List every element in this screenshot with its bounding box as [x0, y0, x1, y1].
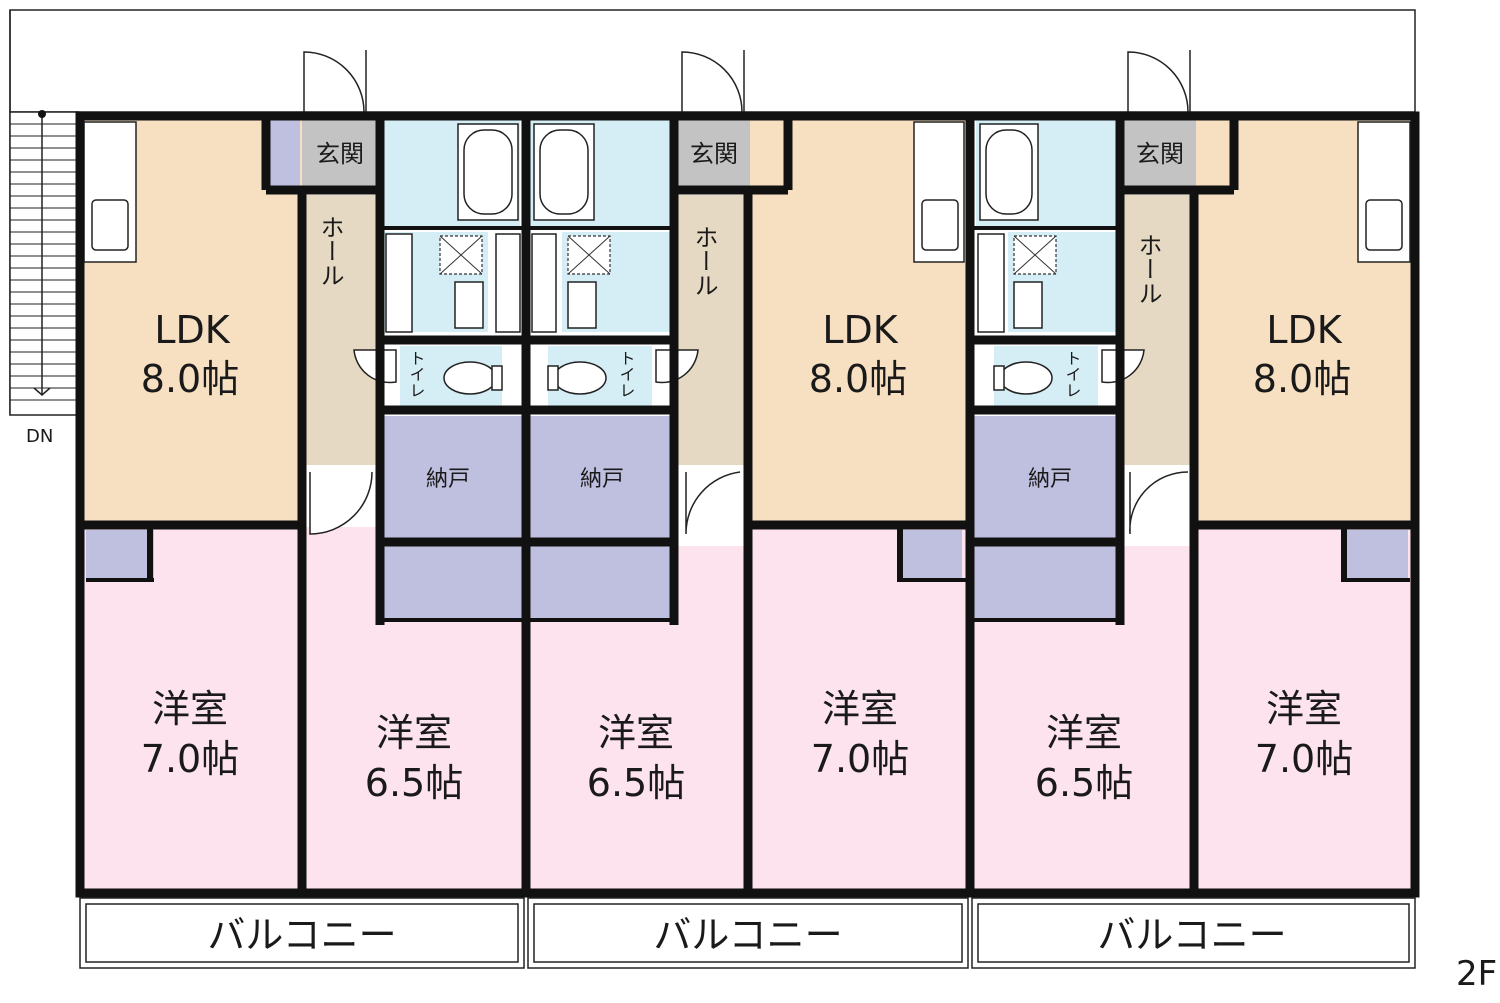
western-label-1: 洋室	[152, 687, 228, 731]
kitchen-fixtures	[83, 121, 1411, 263]
storage-label-3: 納戸	[1028, 467, 1072, 492]
ldk-size-unit3: 8.0帖	[1253, 357, 1351, 401]
storage-unit2	[528, 416, 670, 538]
storage-unit2-redraw	[528, 546, 670, 618]
storage-unit3	[974, 416, 1116, 538]
toilet-fixtures	[443, 361, 1053, 395]
western-size-1: 7.0帖	[141, 737, 239, 781]
western-room-unit1-a	[82, 527, 302, 892]
storage-label-1: 納戸	[426, 467, 470, 492]
storage-unit1	[380, 416, 522, 538]
hall-label-1: ホール	[316, 215, 344, 287]
ldk-label-unit2: LDK	[822, 308, 898, 352]
stair-down-label: DN	[26, 426, 53, 447]
closet-unit1-a	[86, 530, 154, 580]
closet-unit1-b	[380, 546, 522, 618]
closet-unit2-b	[900, 530, 962, 580]
hall-unit1	[306, 195, 376, 465]
hall-label-3: ホール	[1134, 233, 1162, 305]
balconies	[79, 897, 1416, 969]
western-label-5: 洋室	[1046, 711, 1122, 755]
bathtubs	[457, 123, 1039, 221]
western-label-2: 洋室	[376, 711, 452, 755]
balcony-label-3: バルコニー	[1097, 913, 1286, 957]
entrance-unit2	[676, 120, 752, 188]
entrance-label-2: 玄関	[690, 140, 738, 168]
western-size-3: 6.5帖	[587, 761, 685, 805]
ldk-label-unit1: LDK	[154, 308, 230, 352]
entrance-label-3: 玄関	[1136, 140, 1184, 168]
staircase	[9, 110, 79, 416]
western-label-4: 洋室	[822, 687, 898, 731]
western-size-6: 7.0帖	[1255, 737, 1353, 781]
ldk-size-unit1: 8.0帖	[141, 357, 239, 401]
ldk-size-unit2: 8.0帖	[809, 357, 907, 401]
toilet-label-1: トイレ	[407, 350, 426, 398]
hall-label-2: ホール	[690, 225, 718, 297]
western-size-5: 6.5帖	[1035, 761, 1133, 805]
storage-label-2: 納戸	[580, 467, 624, 492]
western-size-4: 7.0帖	[811, 737, 909, 781]
balcony-label-1: バルコニー	[207, 913, 396, 957]
washroom-fixtures	[385, 233, 1057, 333]
closet-unit3-a	[974, 546, 1116, 618]
western-size-2: 6.5帖	[365, 761, 463, 805]
entrance-label-1: 玄関	[316, 140, 364, 168]
western-label-6: 洋室	[1266, 687, 1342, 731]
walls	[75, 111, 1420, 898]
hall-unit3	[1122, 195, 1192, 465]
western-room-unit2-b	[750, 527, 966, 892]
balcony-label-2: バルコニー	[653, 913, 842, 957]
closet-unit1-entry	[270, 120, 300, 188]
toilet-label-3: トイレ	[1063, 350, 1082, 398]
western-room-unit3-b	[1196, 527, 1412, 892]
floor-label: 2F	[1456, 954, 1497, 994]
closet-unit3-b	[1344, 530, 1408, 580]
toilet-label-2: トイレ	[617, 350, 636, 398]
entrance-unit3	[1122, 120, 1198, 188]
ldk-label-unit3: LDK	[1266, 308, 1342, 352]
hall-unit2	[676, 195, 746, 465]
western-label-3: 洋室	[598, 711, 674, 755]
entrance-unit1	[302, 120, 378, 188]
